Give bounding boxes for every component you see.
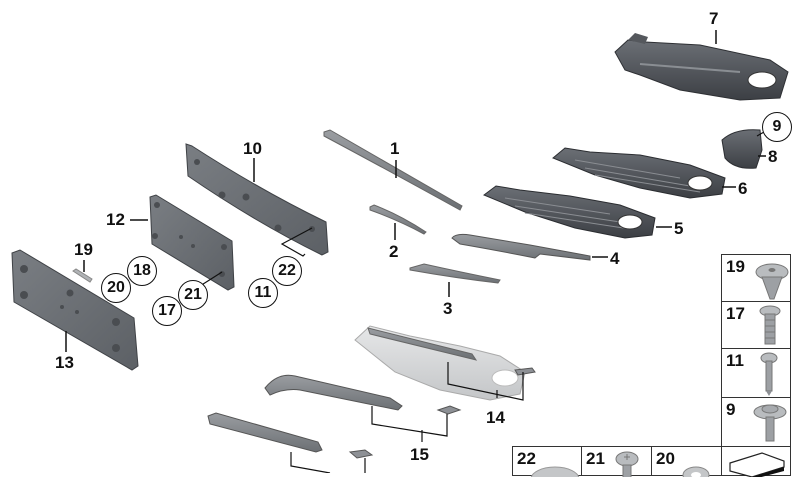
part-1-trim-strip [323,129,463,211]
fastener-box-21: 21 [581,446,652,477]
callout-8: 8 [768,147,778,166]
fastener-label-21: 21 [586,449,605,468]
callout-12: 12 [106,210,125,229]
fastener-label-11: 11 [726,351,744,370]
screw-icon [759,305,781,345]
callout-6: 6 [738,179,748,198]
callout-21-circled: 17 [152,296,182,326]
callout-10: 10 [243,139,262,158]
part-8-cover-cap [721,129,763,169]
fastener-box-22: 22 [512,446,582,477]
part-6-grille [552,147,726,199]
part-lower-strip [207,412,374,459]
push-rivet-icon [755,263,789,300]
callout-18: 19 [74,240,93,259]
fastener-label-17: 17 [726,304,745,323]
self-tapping-screw-icon [760,352,778,396]
fastener-label-20: 20 [656,449,675,468]
fastener-box-17: 17 [721,301,791,349]
callout-1: 1 [390,139,400,158]
callout-9-circled: 9 [762,112,792,142]
flange-screw-icon [753,404,787,442]
fastener-box-9: 9 [721,397,791,447]
callout-5: 5 [674,219,684,238]
callout-4: 4 [610,249,620,268]
callout-15: 15 [410,445,429,464]
callout-22-circled: 22 [272,256,302,286]
fastener-label-22: 22 [517,449,536,468]
part-15-trim-strip [264,374,462,415]
callout-11-circled: 11 [248,278,278,308]
part-5-grille [482,185,656,239]
fastener-label-9: 9 [726,400,736,419]
part-7-grille-cover [614,33,789,101]
fastener-label-19: 19 [726,257,745,276]
part-3-trim [409,263,501,284]
part-14-trim-panel [354,325,536,401]
callout-19-circled: 20 [101,273,131,303]
part-10-license-plate-base [185,143,329,256]
callout-20-circled: 21 [178,280,208,310]
part-4-trim [451,233,591,261]
callout-7: 7 [709,9,719,28]
countersunk-screw-icon [615,451,639,477]
callout-13: 13 [55,353,74,372]
callout-14: 14 [486,408,505,427]
part-12-license-plate-base [149,194,235,291]
fastener-box-11: 11 [721,348,791,398]
part-13-license-plate-base [11,249,139,371]
callout-2: 2 [389,242,399,261]
callout-17-circled: 18 [127,256,157,286]
fastener-box-19: 19 [721,254,791,302]
fastener-box-20: 20 [651,446,722,477]
fastener-box-blank [721,446,791,477]
part-18-pad [72,268,93,283]
callout-3: 3 [443,299,453,318]
part-2-trim-strip [369,204,427,235]
